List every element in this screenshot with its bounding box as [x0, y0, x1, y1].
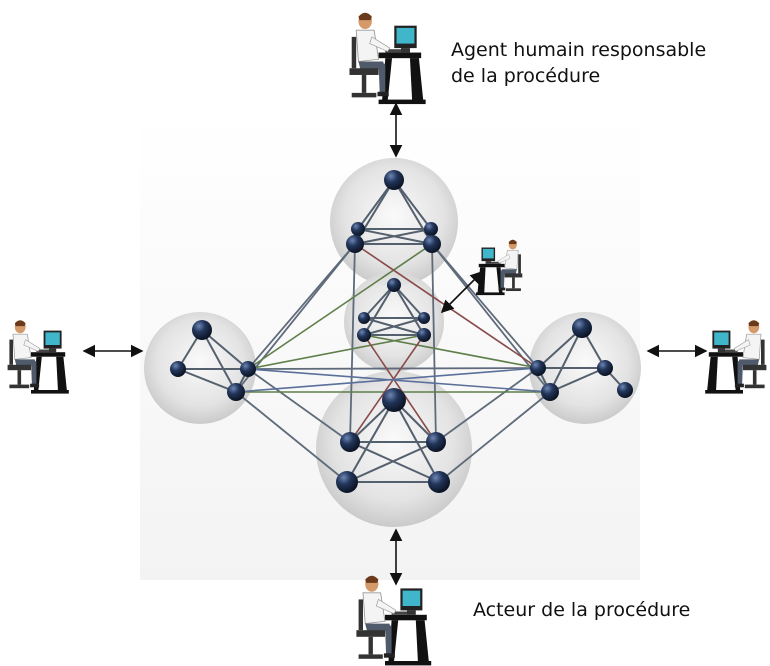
responsible-agent-label-line2: de la procédure [451, 65, 601, 87]
responsible-agent-label: Agent humain responsable de la procédure [451, 37, 706, 89]
person-at-computer-icon [704, 319, 767, 395]
person-at-computer-icon [355, 575, 432, 666]
responsible-agent-label-line1: Agent humain responsable [451, 39, 707, 61]
network-nodes [170, 170, 633, 493]
person-at-computer-icon [348, 12, 427, 105]
connector-arrows [82, 102, 708, 586]
arrow-center-right [440, 270, 484, 314]
person-at-computer-icon [7, 319, 70, 395]
procedure-actor-label: Acteur de la procédure [473, 599, 691, 621]
network-edges [177, 179, 626, 483]
